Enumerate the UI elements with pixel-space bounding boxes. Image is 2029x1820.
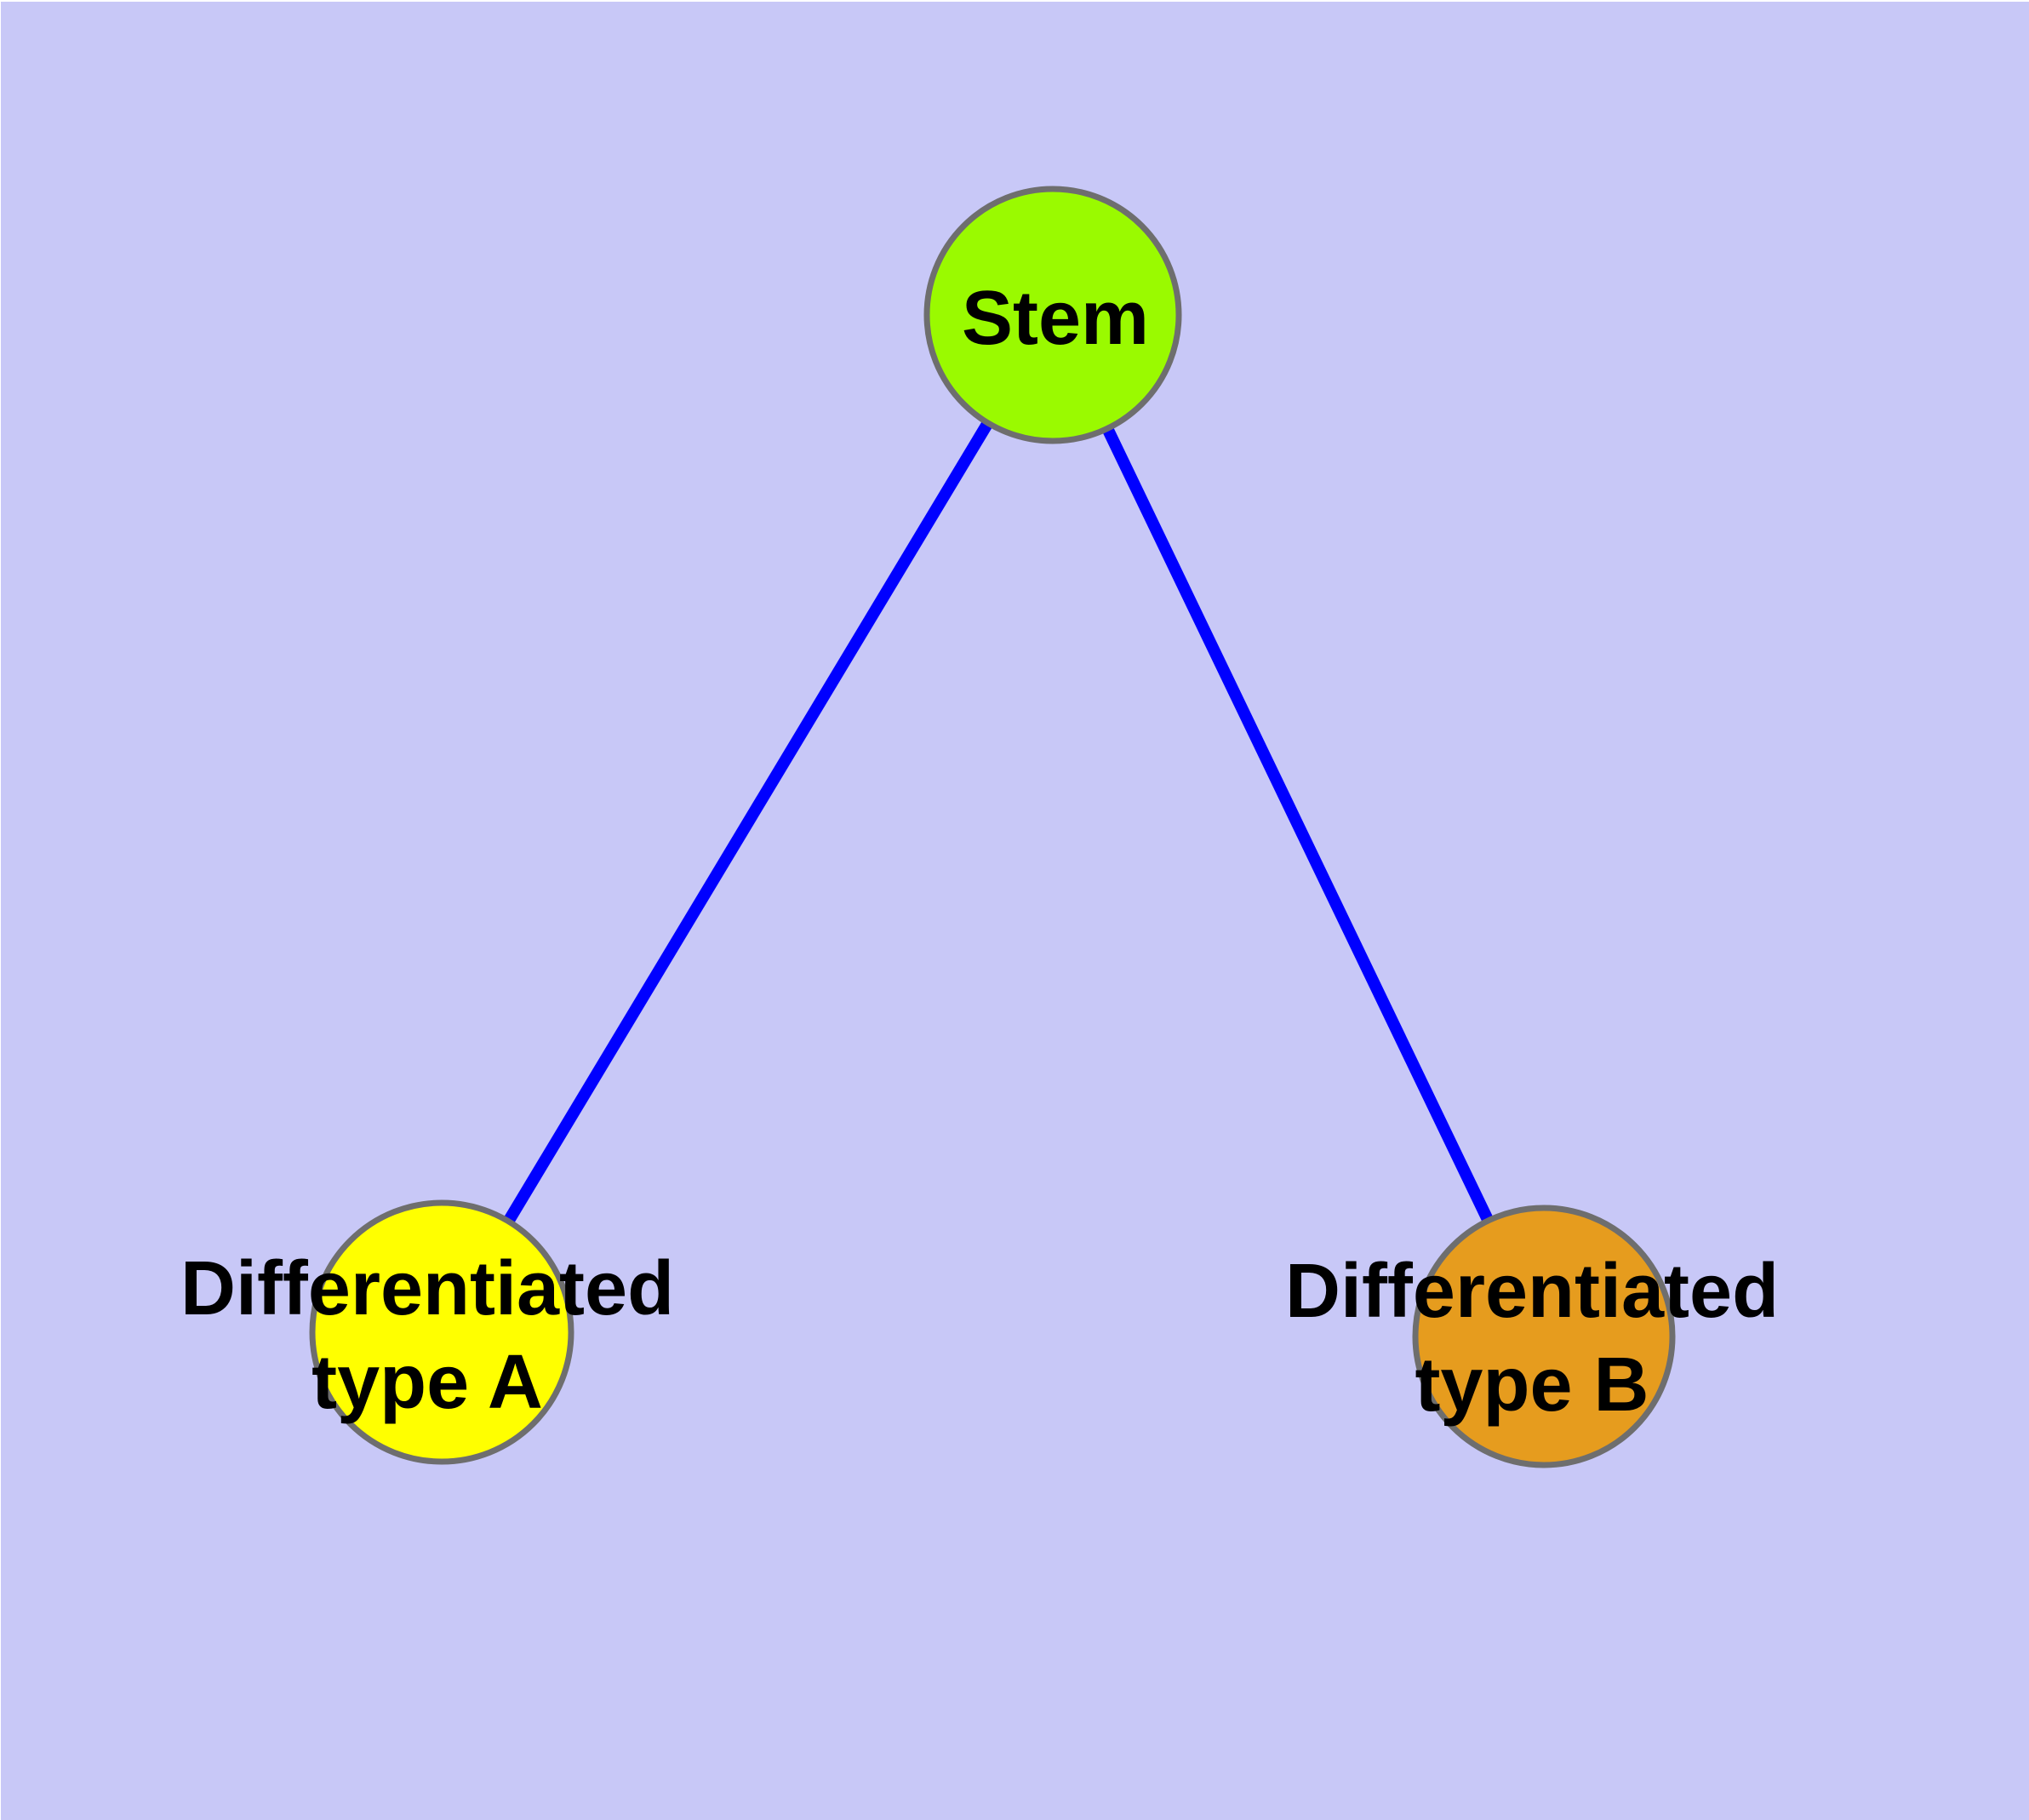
node-stem: [923, 186, 1182, 444]
edge-stem-to-differentiated-type-b: [1047, 312, 1550, 1340]
node-differentiated-type-b: [1412, 1205, 1676, 1468]
node-label-differentiated-type-a: Differentiated type A: [180, 1246, 675, 1425]
node-label-stem: Stem: [961, 276, 1150, 361]
node-differentiated-type-a: [309, 1199, 574, 1465]
node-label-differentiated-type-b: Differentiated type B: [1284, 1249, 1780, 1428]
edge-stem-to-differentiated-type-a: [436, 312, 1059, 1336]
